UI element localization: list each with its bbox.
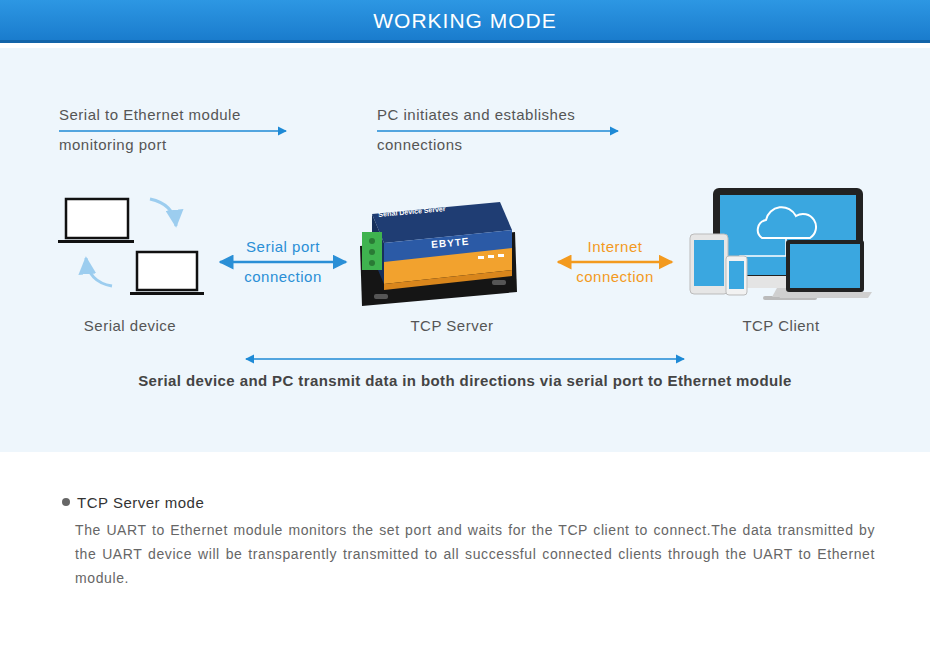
laptop-icon — [58, 199, 204, 295]
note-arrow — [59, 130, 286, 131]
connector-label: Internet connection — [569, 232, 661, 292]
serial-device-server — [360, 202, 517, 306]
connector-arrow — [558, 261, 672, 264]
node-label: Serial device — [46, 317, 214, 334]
note-text: Serial to Ethernet module monitoring por… — [59, 100, 274, 160]
connector-label: Serial port connection — [237, 232, 329, 292]
note-arrow — [377, 130, 618, 131]
description-text: The UART to Ethernet module monitors the… — [75, 518, 875, 590]
title: WORKING MODE — [0, 0, 930, 40]
serial-device-node: Serial device — [46, 188, 214, 334]
data-flow-arrow — [246, 358, 684, 359]
node-label: TCP Client — [678, 317, 884, 334]
note-text: PC initiates and establishes connections — [377, 100, 592, 160]
section-heading: TCP Server mode — [77, 492, 377, 514]
bullet-dot — [62, 498, 70, 506]
tcp-client-node: TCP Client — [678, 184, 884, 334]
tcp-server-node: TCP Server — [352, 196, 552, 334]
connector-arrow — [220, 261, 346, 264]
client-devices-icon — [690, 188, 872, 300]
node-label: TCP Server — [352, 317, 552, 334]
summary-text: Serial device and PC transmit data in bo… — [0, 370, 930, 392]
